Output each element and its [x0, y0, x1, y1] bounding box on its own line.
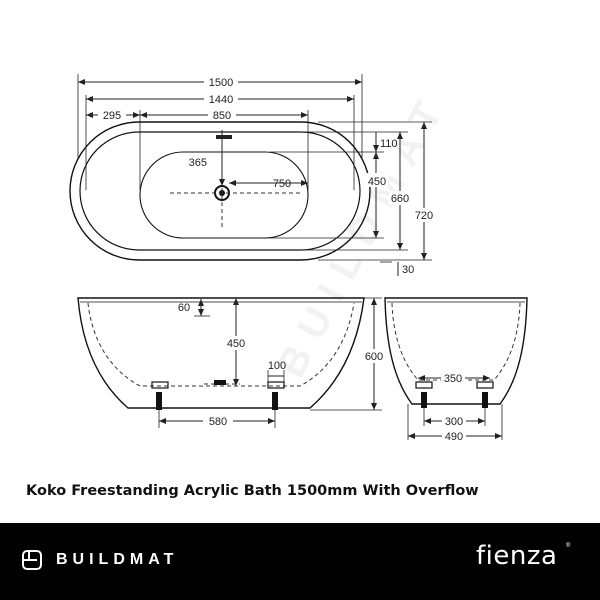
buildmat-wordmark: BUILDMAT: [56, 551, 179, 568]
dim-foot-width: 100: [268, 360, 286, 372]
dim-inner-depth: 450: [227, 338, 245, 350]
side-inner-profile: [87, 302, 355, 387]
technical-drawing: BUILDMAT 1500 1440 295: [69, 74, 528, 443]
dim-basin-length: 850: [213, 110, 231, 122]
buildmat-brand[interactable]: BUILDMAT: [22, 549, 178, 571]
dim-basin-half-width: 365: [189, 157, 207, 169]
dim-inner-length: 1440: [209, 94, 233, 106]
end-view: 350 300 490: [384, 297, 528, 443]
end-outer-profile: [384, 297, 528, 405]
plan-view: 1500 1440 295 850 365 750 110: [69, 74, 435, 276]
side-outer-profile: [77, 297, 365, 409]
plan-inner-rim: [79, 131, 361, 251]
dim-end-base-width: 350: [444, 373, 462, 385]
dim-rim-offset: 110: [380, 138, 398, 150]
end-foot-left: [421, 392, 427, 408]
dim-overall-height: 600: [365, 351, 383, 363]
plan-outer-rim: [69, 121, 371, 261]
dim-end-feet-spacing: 300: [445, 416, 463, 428]
side-view: 60 450 100 600 580: [77, 297, 386, 428]
dim-end-overall-width: 490: [445, 431, 463, 443]
watermark: BUILDMAT: [269, 83, 457, 384]
dim-base-offset: 30: [402, 264, 414, 276]
side-foot-right: [272, 392, 278, 410]
dim-basin-diagonal: 750: [273, 178, 291, 190]
fienza-wordmark: fienza: [476, 541, 558, 571]
fienza-brand[interactable]: fienza ®: [476, 541, 570, 571]
dim-feet-spacing-side: 580: [209, 416, 227, 428]
footer-bar: BUILDMAT fienza ®: [0, 523, 600, 600]
plan-basin: [139, 151, 309, 239]
end-inner-profile: [391, 302, 521, 381]
dim-overall-length: 1500: [209, 77, 233, 89]
product-title: Koko Freestanding Acrylic Bath 1500mm Wi…: [26, 483, 479, 499]
overflow-slot: [216, 135, 232, 139]
side-foot-left: [156, 392, 162, 410]
dim-waste-offset: 295: [103, 110, 121, 122]
dim-rim-depth: 60: [178, 302, 190, 314]
watermark-text: BUILDMAT: [269, 83, 457, 384]
fienza-trademark: ®: [566, 543, 571, 549]
buildmat-logo-icon: [22, 550, 42, 570]
end-foot-right: [482, 392, 488, 408]
dim-inner-width: 660: [391, 193, 409, 205]
dim-basin-width: 450: [368, 176, 386, 188]
dim-overall-width: 720: [415, 210, 433, 222]
